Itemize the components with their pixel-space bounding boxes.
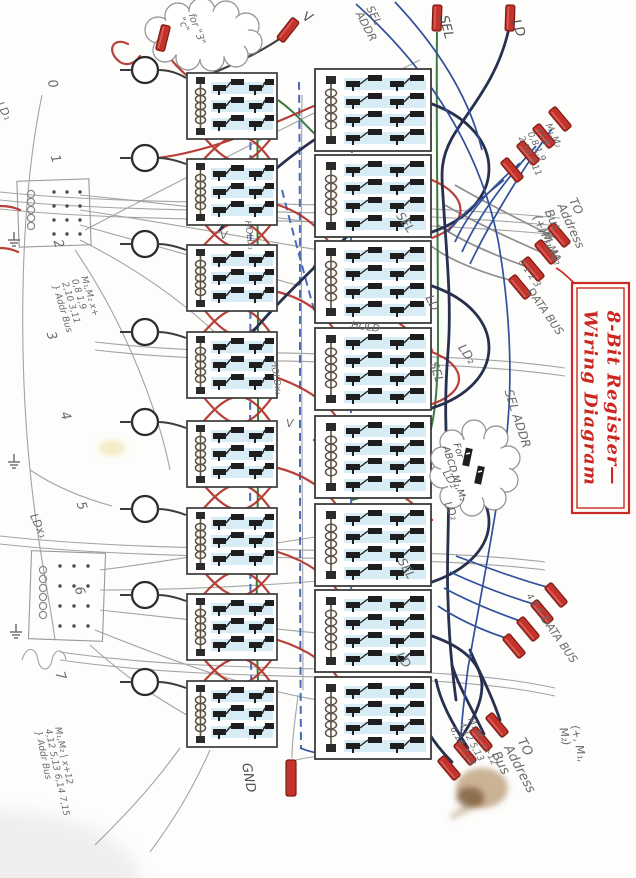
red-connector-v [275,16,301,44]
thought-cloud-abcd [429,419,521,517]
mini-connector-icon [462,447,473,467]
relay-module [315,241,431,323]
title-box: 8-Bit Register— Wiring Diagram [572,283,629,513]
pencil-block-bottom [7,453,107,642]
relay-module [187,245,277,311]
relay-module [315,328,431,410]
label-v-mid1: V [220,229,228,242]
relay-module [187,681,277,747]
relay-module [187,73,277,139]
right-module-column [315,69,431,759]
relay-module [315,416,431,498]
red-connector-databus [501,632,527,660]
mini-connector-icon [474,465,485,485]
red-connector-gnd [285,759,297,797]
relay-module [187,159,277,225]
relay-module [315,677,431,759]
red-connector-databus [543,581,569,609]
title-line1: 8-Bit Register— [601,310,623,486]
blue-wires [299,1,555,757]
title-line2: Wiring Diagram [578,310,600,486]
red-connector-addr [499,156,525,184]
relay-module [187,594,277,660]
relay-module [315,590,431,672]
red-connector-databus [515,615,541,643]
title-box-border [555,267,631,515]
pencil-block-top [7,178,92,248]
red-connector-addr [484,711,510,739]
label-v-mid2: V [286,417,294,430]
ground-icon [7,453,21,469]
red-connectors [154,4,573,797]
ground-icon [9,623,23,639]
thought-cloud-top [144,0,263,72]
left-module-column [187,73,277,747]
diagram-title: 8-Bit Register— Wiring Diagram [577,286,624,510]
relay-module [187,421,277,487]
relay-module [187,332,277,398]
scan-artifacts [0,440,140,878]
stain-mark [450,768,508,820]
terminal-circles [120,55,187,697]
relay-module [315,69,431,151]
relay-module [187,508,277,574]
